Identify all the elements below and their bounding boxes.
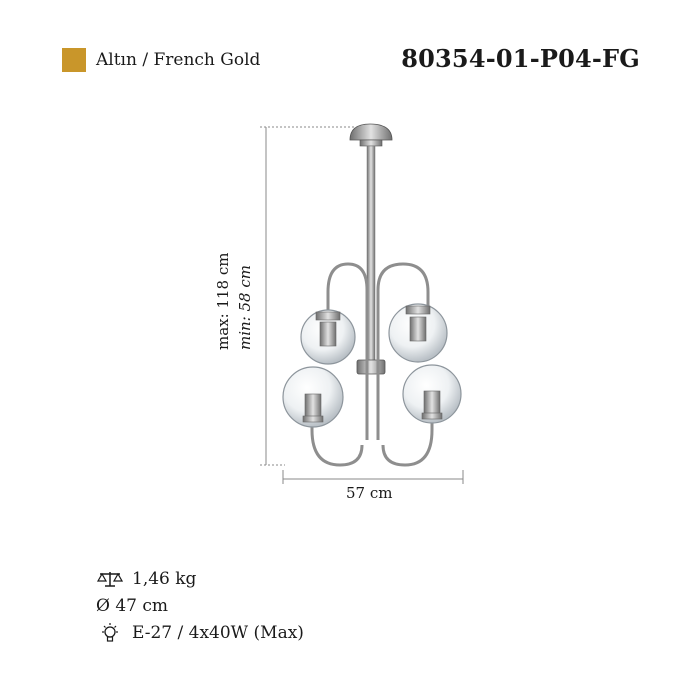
scale-icon <box>96 570 124 588</box>
globe-upper-right <box>388 303 448 363</box>
globe-lower-left <box>282 366 344 428</box>
spec-bulb-text: E-27 / 4x40W (Max) <box>132 622 304 643</box>
bulb-icon <box>96 622 124 644</box>
height-dimension-line <box>260 126 360 466</box>
chandelier-arms <box>310 262 434 467</box>
spec-bulb: E-27 / 4x40W (Max) <box>96 619 304 646</box>
spec-weight: 1,46 kg <box>96 565 304 592</box>
width-dimension-line <box>282 470 464 484</box>
spec-diameter: Ø 47 cm <box>96 592 304 619</box>
height-labels: max: 118 cm min: 58 cm <box>214 232 262 352</box>
color-label: Altın / French Gold <box>96 50 261 70</box>
globe-upper-left <box>300 309 356 365</box>
spec-weight-text: 1,46 kg <box>132 568 197 589</box>
color-swatch <box>62 48 86 72</box>
center-collar <box>356 359 386 375</box>
globe-lower-right <box>402 364 462 424</box>
spec-diameter-text: Ø 47 cm <box>96 595 169 616</box>
ceiling-canopy <box>349 123 393 147</box>
spec-list: 1,46 kg Ø 47 cm E-27 / 4x40W (Max) <box>96 565 304 646</box>
product-code: 80354-01-P04-FG <box>401 44 640 73</box>
height-min-label: min: 58 cm <box>236 265 254 350</box>
height-max-label: max: 118 cm <box>214 252 232 350</box>
width-label: 57 cm <box>346 484 393 502</box>
